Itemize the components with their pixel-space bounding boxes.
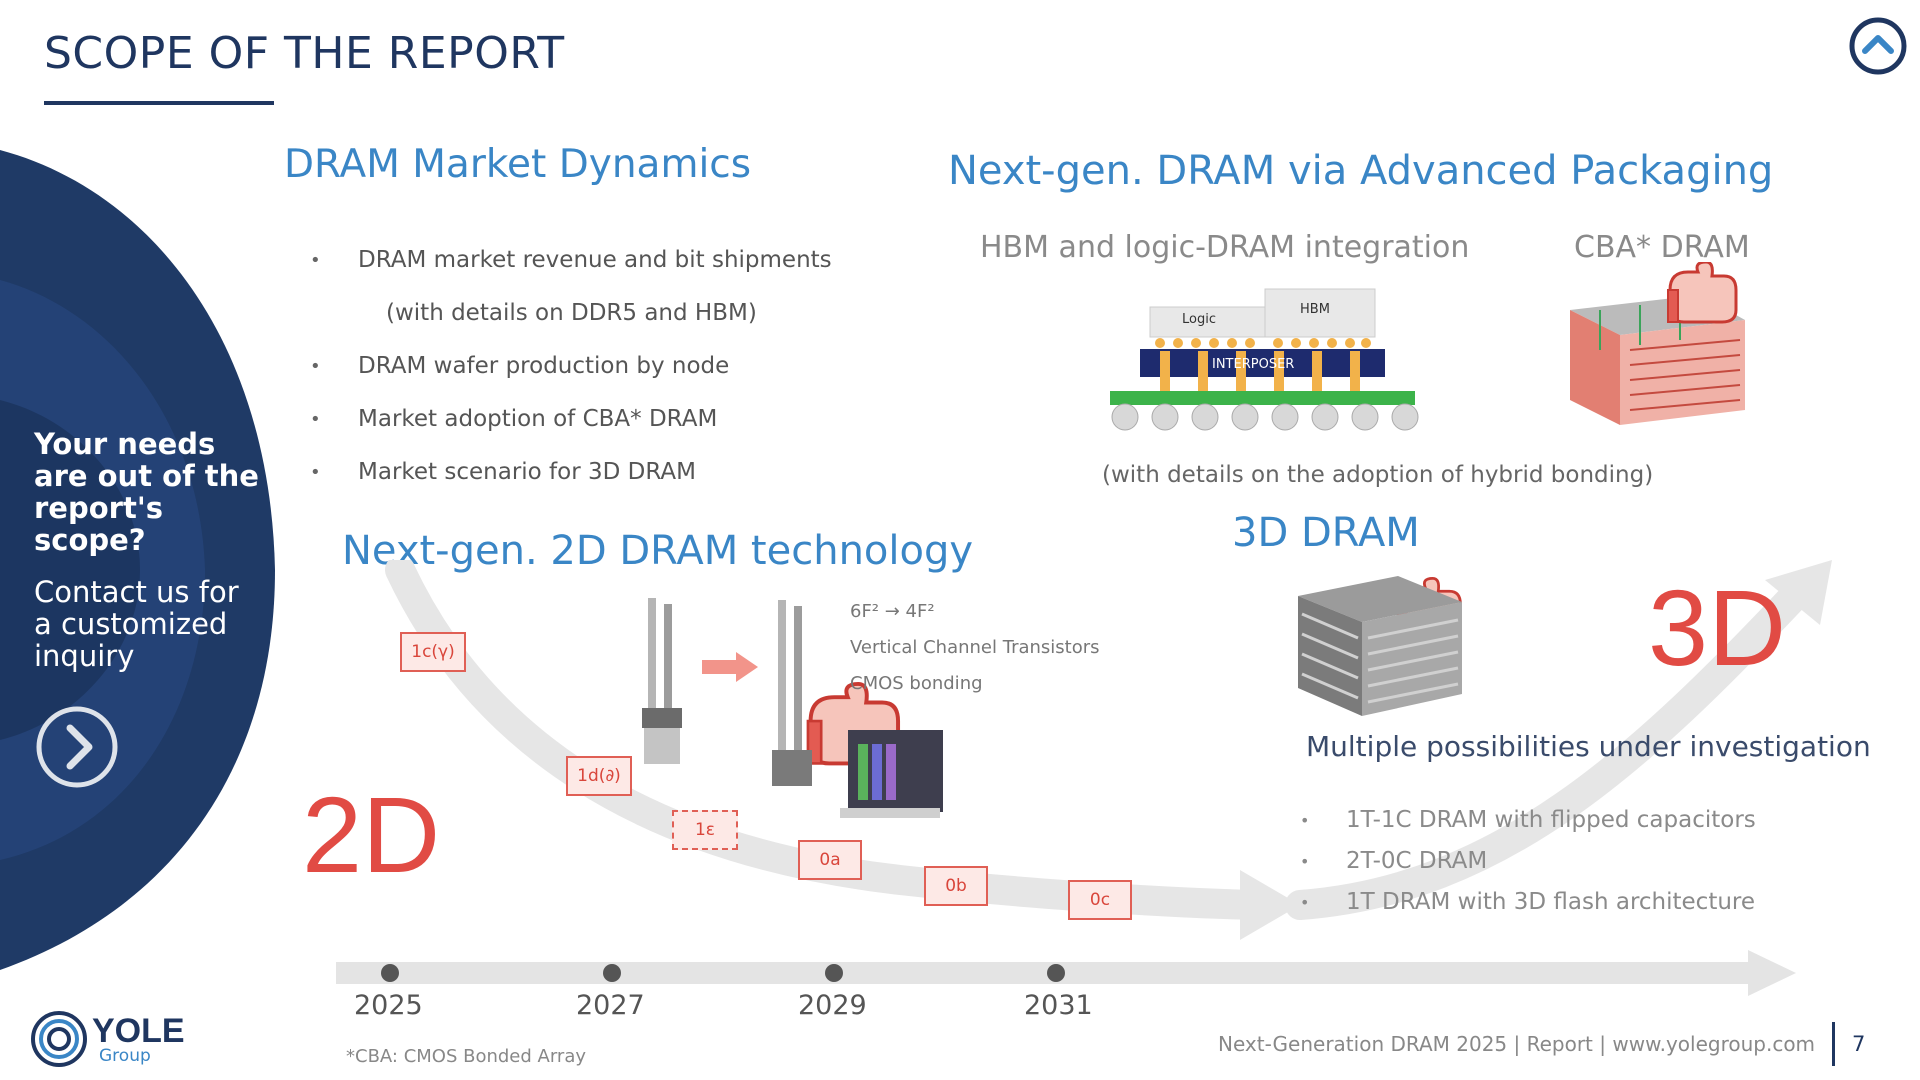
timeline-bar: [336, 950, 1796, 996]
advanced-packaging-heading: Next-gen. DRAM via Advanced Packaging: [948, 148, 1774, 194]
3d-bullet: 1T-1C DRAM with flipped capacitors: [1300, 800, 1756, 841]
interposer-label: INTERPOSER: [1212, 357, 1295, 372]
logic-label: Logic: [1182, 312, 1216, 327]
2d-feature: Vertical Channel Transistors: [850, 637, 1100, 658]
market-bullet: Market adoption of CBA* DRAM: [310, 393, 832, 446]
2d-tech-heading: Next-gen. 2D DRAM technology: [342, 528, 974, 574]
thumbs-up-icon: [1667, 262, 1738, 324]
transistor-pillar-diagram: [772, 600, 812, 786]
market-heading: DRAM Market Dynamics: [284, 142, 752, 187]
market-bullet: DRAM wafer production by node: [310, 340, 832, 393]
title-underline: [44, 101, 274, 105]
hbm-subheading: HBM and logic-DRAM integration: [980, 230, 1470, 265]
timeline-year: 2031: [1024, 990, 1093, 1021]
footnote: *CBA: CMOS Bonded Array: [346, 1046, 587, 1067]
page-title: SCOPE OF THE REPORT: [44, 28, 565, 79]
page-number: 7: [1852, 1032, 1866, 1056]
2d-feature: CMOS bonding: [850, 673, 983, 694]
node-box: 0a: [798, 840, 862, 880]
hybrid-bonding-note: (with details on the adoption of hybrid …: [1102, 462, 1654, 488]
yole-logo-text: YOLE: [92, 1012, 185, 1050]
3d-bullet: 1T DRAM with 3D flash architecture: [1300, 882, 1756, 923]
timeline-year: 2029: [798, 990, 867, 1021]
chevron-up-circle-icon[interactable]: [1848, 16, 1908, 76]
market-bullet-detail: (with details on DDR5 and HBM): [386, 300, 757, 326]
3d-big-label: 3D: [1648, 567, 1787, 688]
right-arrow-icon: [702, 652, 758, 682]
dram-array-chip-diagram: [840, 730, 943, 818]
node-box: 1c(γ): [400, 632, 466, 672]
3d-subtitle: Multiple possibilities under investigati…: [1306, 730, 1871, 763]
chevron-right-circle-icon[interactable]: [34, 704, 120, 790]
market-bullet-list: DRAM market revenue and bit shipments (w…: [310, 234, 832, 499]
timeline-year: 2025: [354, 990, 423, 1021]
market-bullet: DRAM market revenue and bit shipments: [310, 234, 832, 287]
side-panel-question: Your needs are out of the report's scope…: [34, 427, 259, 557]
footer-text[interactable]: Next-Generation DRAM 2025 | Report | www…: [1218, 1032, 1816, 1056]
node-box: 1ε: [672, 810, 738, 850]
hbm-label: HBM: [1300, 302, 1330, 317]
node-box: 0b: [924, 866, 988, 906]
yole-logo-mark: [31, 1011, 87, 1067]
node-box: 1d(∂): [566, 756, 632, 796]
hbm-diagram: [1110, 288, 1419, 431]
3d-dram-heading: 3D DRAM: [1232, 510, 1420, 556]
side-panel-text: Your needs are out of the report's scope…: [34, 428, 264, 672]
3d-dram-stack-diagram: [1298, 576, 1462, 716]
footer-divider: [1832, 1022, 1835, 1066]
2d-feature: 6F² → 4F²: [850, 601, 935, 622]
yole-logo-sub: Group: [99, 1046, 151, 1066]
transistor-pillar-diagram: [642, 598, 682, 764]
node-box: 0c: [1068, 880, 1132, 920]
2d-big-label: 2D: [302, 774, 441, 895]
3d-bullet: 2T-0C DRAM: [1300, 841, 1756, 882]
market-bullet: Market scenario for 3D DRAM: [310, 446, 832, 499]
3d-bullet-list: 1T-1C DRAM with flipped capacitors 2T-0C…: [1300, 800, 1756, 923]
cba-subheading: CBA* DRAM: [1574, 230, 1750, 265]
side-panel-contact[interactable]: Contact us for a customized inquiry: [34, 575, 239, 673]
2d-feature-list: 6F² → 4F² Vertical Channel Transistors C…: [850, 594, 1100, 702]
cba-structure-diagram: [1570, 295, 1745, 425]
timeline-year: 2027: [576, 990, 645, 1021]
